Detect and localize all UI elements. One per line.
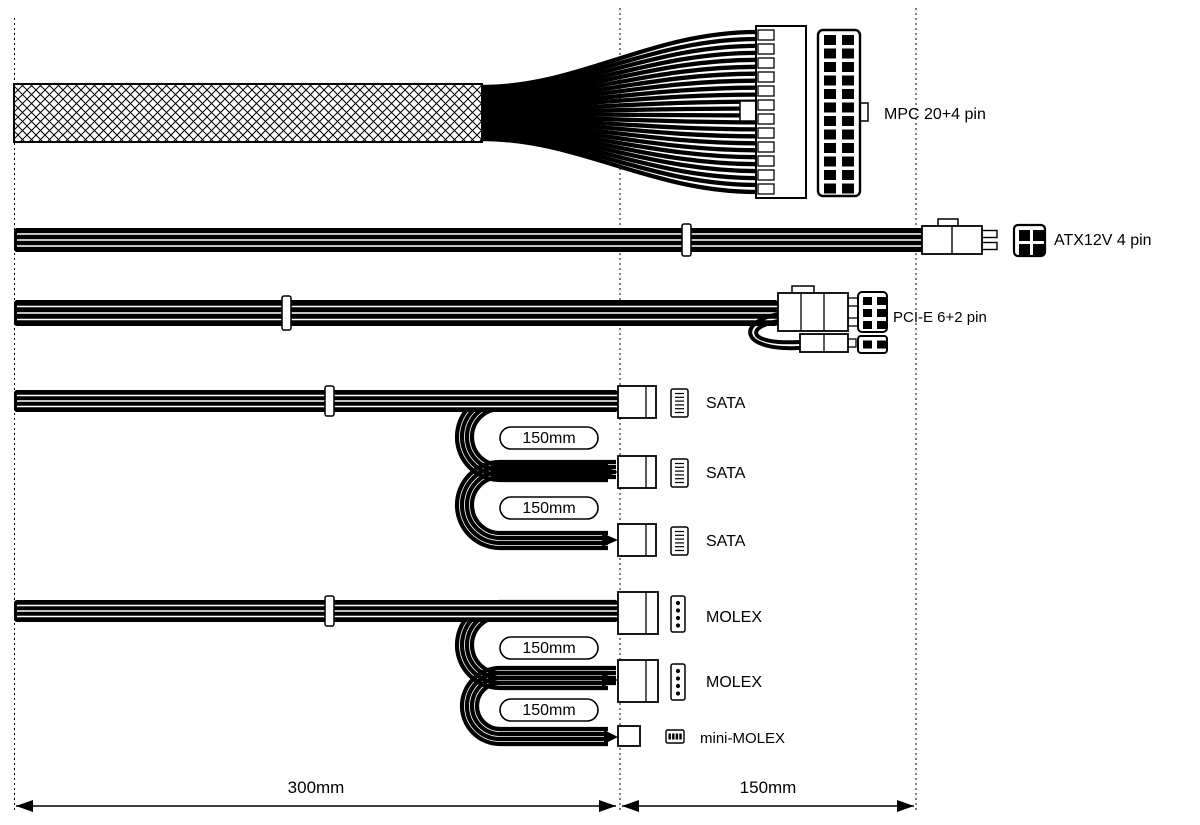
label-mpc: MPC 20+4 pin xyxy=(884,106,986,123)
dimension-300-label: 300mm xyxy=(288,778,345,797)
pcie-pin-map-6 xyxy=(857,291,888,333)
dim-arrow-right xyxy=(897,800,914,812)
label-molex-2: MOLEX xyxy=(706,674,762,691)
segment-pill-molex-2: 150mm xyxy=(499,698,599,722)
molex-loop-2 xyxy=(459,665,616,747)
pcie-cable xyxy=(14,300,778,326)
label-molex-1: MOLEX xyxy=(706,609,762,626)
flow-arrow-sata-2 xyxy=(602,533,618,547)
sata-icon xyxy=(670,526,689,556)
molex-icon xyxy=(670,663,686,701)
mini-molex-connector xyxy=(617,725,641,747)
atx-connector xyxy=(921,218,998,255)
flow-arrow-molex-2 xyxy=(604,730,618,744)
sata-connector-2 xyxy=(617,455,657,489)
segment-length-label: 150mm xyxy=(522,702,575,719)
mpc-connector xyxy=(739,25,807,199)
dim-arrow-left xyxy=(16,800,33,812)
molex-cable xyxy=(14,600,618,622)
flow-arrow-sata-1 xyxy=(602,465,618,479)
dimension-300: 300mm xyxy=(16,778,616,812)
label-mini-molex: mini-MOLEX xyxy=(700,730,785,747)
atx-pin-map xyxy=(1012,223,1047,258)
cable-clip-atx xyxy=(681,223,692,257)
cable-clip-pcie xyxy=(281,295,292,331)
mpc-wire-fan xyxy=(481,29,758,195)
atx-cable xyxy=(14,228,924,252)
mpc-pin-map xyxy=(816,28,869,198)
dim-arrow-left xyxy=(622,800,639,812)
flow-arrow-molex-1 xyxy=(602,673,618,687)
label-pcie: PCI-E 6+2 pin xyxy=(893,309,987,326)
mpc-connector-latch xyxy=(739,100,757,122)
segment-pill-molex-1: 150mm xyxy=(499,636,599,660)
dimension-150-label: 150mm xyxy=(740,778,797,797)
segment-length-label: 150mm xyxy=(522,500,575,517)
dim-arrow-right xyxy=(599,800,616,812)
braided-sleeve xyxy=(13,83,483,143)
molex-connector-2 xyxy=(617,659,659,703)
label-sata-3: SATA xyxy=(706,533,746,550)
dimension-150: 150mm xyxy=(622,778,914,812)
segment-pill-sata-1: 150mm xyxy=(499,426,599,450)
cable-clip-sata xyxy=(324,385,335,417)
molex-icon xyxy=(670,595,686,633)
sata-connector-1 xyxy=(617,385,657,419)
pcie-pin-map-2 xyxy=(857,335,888,354)
pcie-connector xyxy=(777,285,859,332)
segment-length-label: 150mm xyxy=(522,640,575,657)
pcie-2pin-connector xyxy=(799,333,857,353)
pcie-2pin-wires xyxy=(748,311,801,351)
cable-clip-molex xyxy=(324,595,335,627)
sata-connector-3 xyxy=(617,523,657,557)
segment-pill-sata-2: 150mm xyxy=(499,496,599,520)
label-sata-2: SATA xyxy=(706,465,746,482)
mini-molex-icon xyxy=(665,729,685,744)
segment-length-label: 150mm xyxy=(522,430,575,447)
molex-connector-1 xyxy=(617,591,659,635)
sata-icon xyxy=(670,388,689,418)
sata-loop-2 xyxy=(454,459,616,551)
label-atx12v: ATX12V 4 pin xyxy=(1054,232,1152,249)
sata-icon xyxy=(670,458,689,488)
sata-cable xyxy=(14,390,618,412)
label-sata-1: SATA xyxy=(706,395,746,412)
